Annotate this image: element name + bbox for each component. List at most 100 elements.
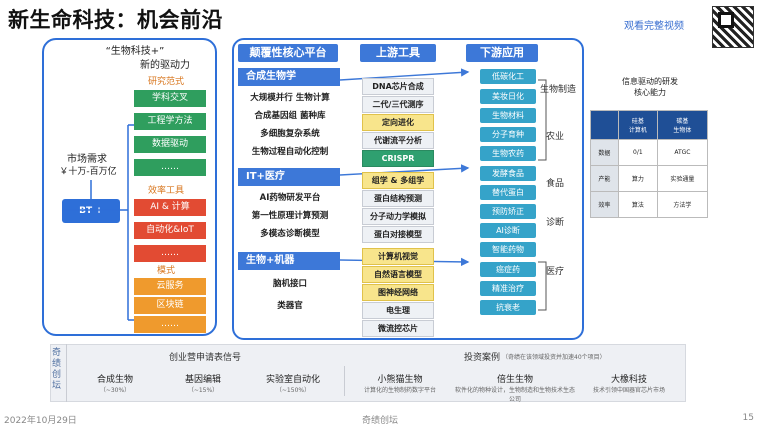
- table-cell: 方法学: [656, 191, 709, 218]
- mode-label: 模式: [156, 266, 175, 276]
- table-row: 产能 算力 实验通量: [590, 165, 709, 192]
- table-cell: 数据: [590, 139, 619, 166]
- downstream-header: 下游应用: [466, 44, 538, 62]
- table-cell: 硅基 计算机: [617, 110, 658, 140]
- upstream-item: 二代/三代测序: [362, 96, 434, 113]
- table-row: 数据 0/1 ATGC: [590, 139, 709, 166]
- paradigm-item: ……: [134, 159, 206, 176]
- signal-name: 合成生物: [96, 375, 133, 385]
- downstream-item: 替代蛋白: [480, 185, 536, 200]
- upstream-item: CRISPR: [362, 150, 434, 167]
- upstream-item: 自然语言模型: [362, 266, 434, 283]
- upstream-item: 定向进化: [362, 114, 434, 131]
- table-cell: 效率: [590, 191, 619, 218]
- paradigm-item: 数据驱动: [134, 136, 206, 153]
- signal-name: 基因编辑: [184, 375, 221, 385]
- core-item: 多模态诊断模型: [260, 229, 320, 239]
- core-item: 脑机接口: [272, 279, 307, 289]
- core-item: 类器官: [277, 301, 303, 311]
- downstream-item: 抗衰老: [480, 300, 536, 315]
- downstream-item: 生物材料: [480, 108, 536, 123]
- upstream-item: 图神经网络: [362, 284, 434, 301]
- industry-label: 诊断: [546, 218, 565, 228]
- industry-label: 医疗: [546, 267, 565, 277]
- core-item: 合成基因组 菌种库: [254, 111, 326, 121]
- table-header-row: 硅基 计算机 碳基 生物体: [590, 110, 709, 140]
- case-name: 小熊猫生物: [377, 375, 423, 385]
- downstream-item: 发酵食品: [480, 166, 536, 181]
- case-desc: 技术引领中国器官芯片市场: [592, 387, 665, 394]
- core-item: 生物过程自动化控制: [251, 147, 329, 157]
- bottom-label: 奇绩创坛: [52, 348, 62, 391]
- core-section-it-med: IT+医疗: [238, 168, 340, 186]
- bt-plus-box: BT +: [62, 199, 120, 223]
- downstream-item: AI诊断: [480, 223, 536, 238]
- bottom-strip: [50, 344, 686, 402]
- upstream-header: 上游工具: [360, 44, 436, 62]
- footer-center: 奇绩创坛: [361, 416, 398, 426]
- case-note: （奇绩在该领域投资并加速40个项目）: [502, 354, 606, 361]
- table-row: 效率 算法 方法学: [590, 191, 709, 218]
- footer-date: 2022年10月29日: [4, 416, 77, 426]
- table-cell: 碳基 生物体: [656, 110, 709, 140]
- downstream-item: 生物农药: [480, 146, 536, 161]
- upstream-item: 蛋白结构预测: [362, 190, 434, 207]
- industry-label: 农业: [546, 132, 565, 142]
- mode-item: ……: [134, 316, 206, 333]
- upstream-item: 分子动力学模拟: [362, 208, 434, 225]
- upstream-item: 组学 & 多组学: [362, 172, 434, 189]
- rd-capability-table: 硅基 计算机 碳基 生物体 数据 0/1 ATGC 产能 算力 实验通量 效率 …: [590, 110, 709, 218]
- downstream-item: 美妆日化: [480, 89, 536, 104]
- upstream-item: 蛋白对接模型: [362, 226, 434, 243]
- upstream-item: 微流控芯片: [362, 320, 434, 337]
- case-title: 投资案例: [463, 353, 500, 363]
- upstream-item: 电生理: [362, 302, 434, 319]
- upstream-item: DNA芯片合成: [362, 78, 434, 95]
- downstream-item: 智能药物: [480, 242, 536, 257]
- signal-note: （~15%）: [187, 387, 219, 394]
- signal-name: 实验室自动化: [265, 375, 320, 385]
- paradigm-item: 工程学方法: [134, 113, 206, 130]
- core-item: AI药物研发平台: [259, 193, 321, 203]
- table-cell: ATGC: [656, 139, 709, 166]
- table-cell: [590, 110, 619, 140]
- qr-code-icon: [712, 6, 754, 48]
- downstream-item: 精准治疗: [480, 281, 536, 296]
- case-desc: 计算化的生物制药数字平台: [363, 387, 436, 394]
- watch-video-link[interactable]: 观看完整视频: [624, 21, 684, 32]
- downstream-item: 预防矫正: [480, 204, 536, 219]
- paradigm-item: 学科交叉: [134, 90, 206, 107]
- signal-title: 创业营申请表信号: [168, 353, 241, 363]
- signal-note: （~150%）: [275, 387, 311, 394]
- signal-note: （~30%）: [99, 387, 131, 394]
- market-label: 市场需求: [67, 154, 107, 165]
- core-section-bio-machine: 生物+机器: [238, 252, 340, 270]
- paradigm-label: 研究范式: [147, 77, 184, 87]
- left-panel: [42, 38, 217, 336]
- new-drive-label: 新的驱动力: [140, 60, 190, 71]
- tools-item: ……: [134, 245, 206, 262]
- tools-item: 自动化&IoT: [134, 222, 206, 239]
- footer-page: 15: [742, 413, 754, 423]
- table-cell: 算力: [617, 165, 658, 192]
- case-name: 大橡科技: [610, 375, 647, 385]
- divider: [66, 344, 67, 402]
- case-name: 倍生生物: [496, 375, 533, 385]
- upstream-item: 代谢流平分析: [362, 132, 434, 149]
- core-item: 大规模并行 生物计算: [250, 93, 330, 103]
- table-title: 信息驱动的研发 核心能力: [590, 76, 710, 98]
- industry-label: 食品: [546, 179, 565, 189]
- table-cell: 产能: [590, 165, 619, 192]
- downstream-item: 低碳化工: [480, 69, 536, 84]
- downstream-item: 癌症药: [480, 262, 536, 277]
- core-section-synbio: 合成生物学: [238, 68, 340, 86]
- table-cell: 实验通量: [656, 165, 709, 192]
- core-item: 第一性原理计算预测: [251, 211, 329, 221]
- market-size: ￥十万-百万亿: [59, 167, 117, 177]
- tools-item: AI & 计算: [134, 199, 206, 216]
- upstream-item: 计算机视觉: [362, 248, 434, 265]
- tools-label: 效率工具: [147, 186, 184, 196]
- table-cell: 算法: [617, 191, 658, 218]
- downstream-item: 分子育种: [480, 127, 536, 142]
